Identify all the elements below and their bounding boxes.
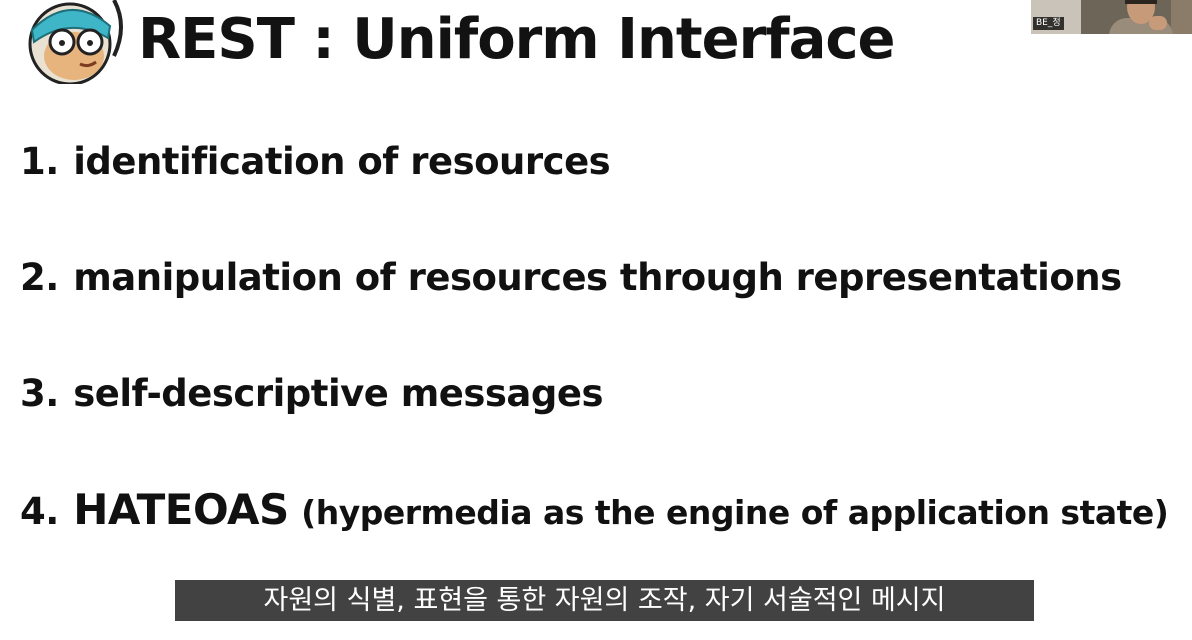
item-text: identification of resources <box>73 140 611 183</box>
participant-hair <box>1125 0 1157 4</box>
item-detail: (hypermedia as the engine of application… <box>301 493 1169 532</box>
item-number: 3. <box>20 372 59 415</box>
item-text: manipulation of resources through repres… <box>73 256 1122 299</box>
item-number: 1. <box>20 140 59 183</box>
slide-title: REST : Uniform Interface <box>138 7 896 72</box>
item-number: 2. <box>20 256 59 299</box>
participant-hand <box>1149 16 1167 30</box>
item-acronym: HATEOAS <box>73 485 289 534</box>
participant-name-label: BE_정 <box>1033 17 1064 30</box>
video-background-shelf <box>1171 0 1192 34</box>
list-item-3: 3. self-descriptive messages <box>20 370 603 418</box>
list-item-1: 1. identification of resources <box>20 138 611 186</box>
mascot-avatar-icon <box>28 0 123 84</box>
list-item-2: 2. manipulation of resources through rep… <box>20 254 1122 302</box>
participant-video-tile[interactable]: BE_정 <box>1031 0 1192 34</box>
list-item-4: 4. HATEOAS (hypermedia as the engine of … <box>20 485 1169 537</box>
caption-subtitle: 자원의 식별, 표현을 통한 자원의 조작, 자기 서술적인 메시지 <box>175 580 1034 621</box>
item-number: 4. <box>20 490 59 533</box>
item-text: self-descriptive messages <box>73 372 603 415</box>
